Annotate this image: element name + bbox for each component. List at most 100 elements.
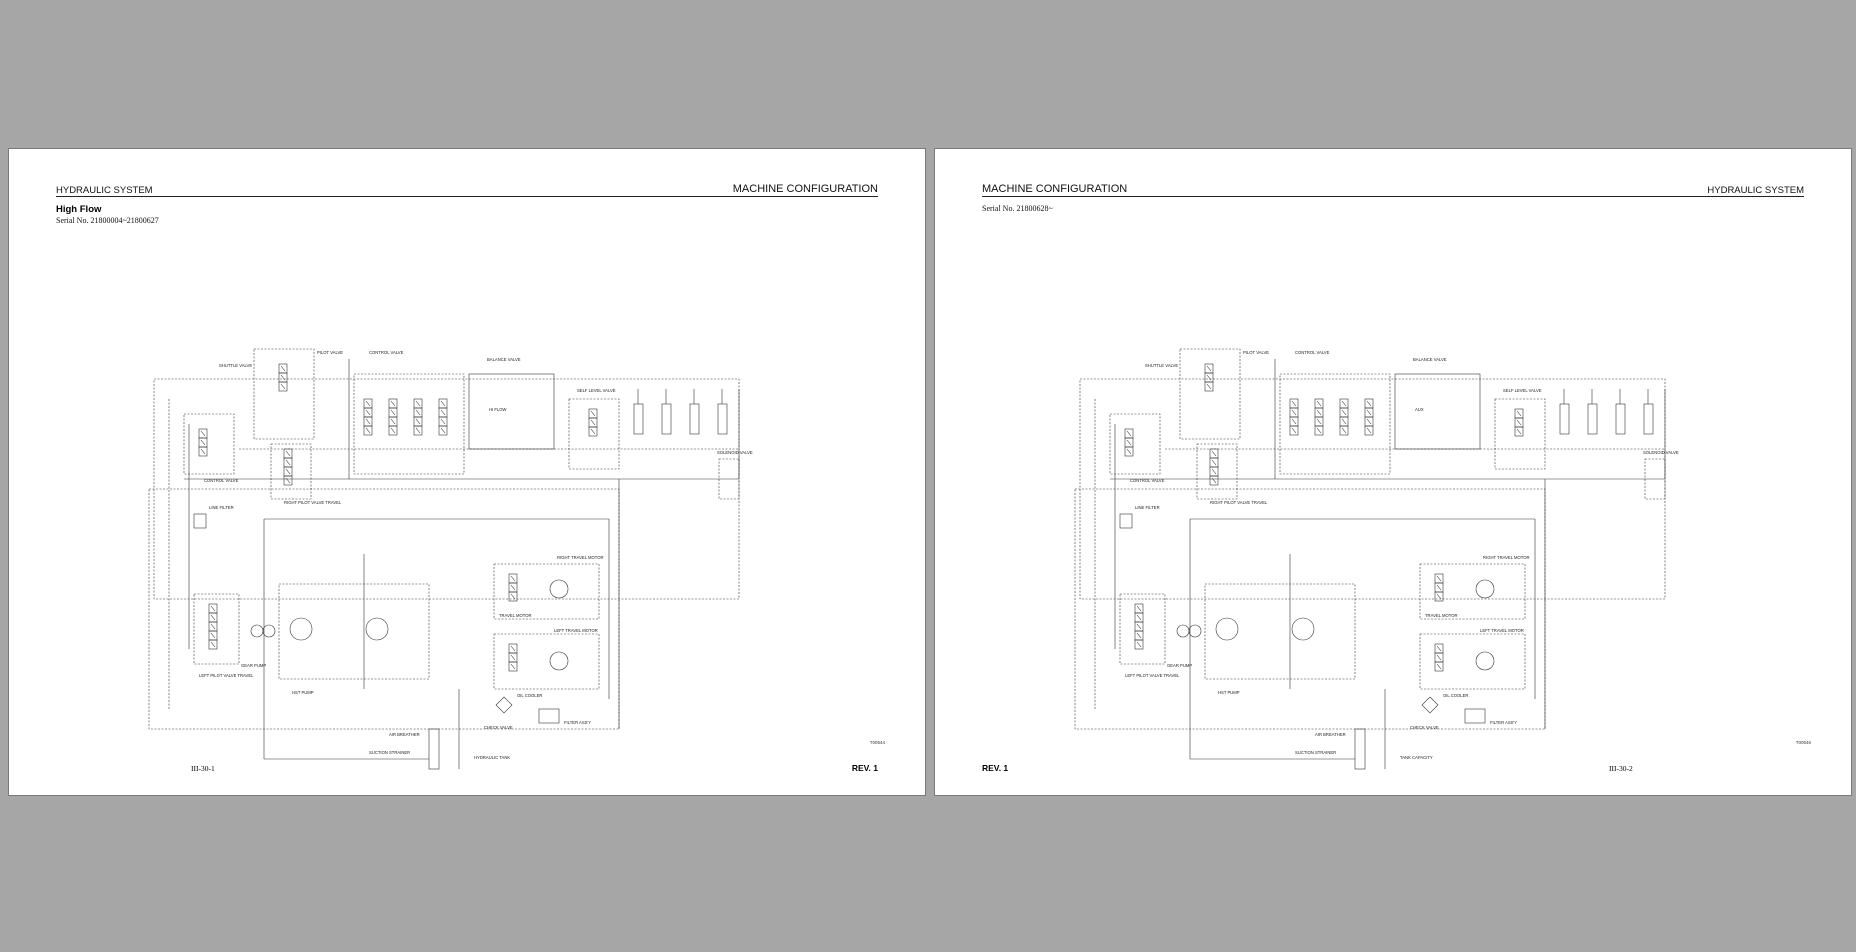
hydraulic-line [280, 365, 286, 372]
left-pilot-label: LEFT PILOT VALVE TRAVEL [1125, 673, 1180, 678]
control-valve-bank [1279, 373, 1391, 475]
hydraulic-line [415, 409, 421, 416]
manual-page-left: HYDRAULIC SYSTEM MACHINE CONFIGURATION H… [8, 148, 926, 796]
gear-pump-symbol [262, 624, 276, 638]
valve-spool [1434, 661, 1444, 672]
hst-pump-label: HST PUMP [292, 690, 314, 695]
right-pilot-block [1196, 443, 1238, 500]
solenoid-valve-label: SOLENOID VALVE [717, 450, 753, 455]
valve-spool [278, 381, 288, 392]
control-valve-label: CONTROL VALVE [1295, 350, 1330, 355]
hydraulic-line [1211, 477, 1217, 484]
serial-range: Serial No. 21800628~ [982, 204, 1053, 213]
valve-spool [1204, 381, 1214, 392]
hi-flow-label: AUX [1415, 407, 1424, 412]
hydraulic-line [1366, 418, 1372, 425]
hydraulic-tank [1354, 728, 1366, 770]
self-level-valve-box [568, 398, 620, 470]
balance-valve-label: BALANCE VALVE [487, 357, 521, 362]
solenoid-valve-label: SOLENOID VALVE [1643, 450, 1679, 455]
hydraulic-line [1341, 409, 1347, 416]
hydraulic-line [440, 418, 446, 425]
hydraulic-tank-label: HYDRAULIC TANK [474, 755, 510, 760]
valve-spool [1364, 425, 1374, 436]
hydraulic-line [510, 575, 516, 582]
pilot-valve-block [1179, 348, 1241, 440]
cylinder [661, 403, 672, 435]
valve-spool [1434, 591, 1444, 602]
valve-spool [1339, 425, 1349, 436]
hydraulic-line [390, 400, 396, 407]
hydraulic-line [415, 427, 421, 434]
header-rule [56, 196, 878, 197]
hydraulic-line [510, 645, 516, 652]
hydraulic-line [365, 418, 371, 425]
filter-label: FILTER ASS'Y [1490, 720, 1517, 725]
pilot-frame [1074, 488, 1546, 730]
hydraulic-line [1291, 427, 1297, 434]
pilot-valve-label: PILOT VALVE [1243, 350, 1269, 355]
pump-frame [278, 583, 430, 680]
hydraulic-line [200, 439, 206, 446]
hydraulic-line [1211, 459, 1217, 466]
self-level-valve-label: SELF LEVEL VALVE [1503, 388, 1542, 393]
hydraulic-line [590, 428, 596, 435]
control-valve-block [1109, 413, 1161, 475]
hydraulic-line [510, 593, 516, 600]
cylinder [1587, 403, 1598, 435]
left-travel-motor-box [493, 633, 600, 690]
gear-pump-label: GEAR PUMP [1167, 663, 1192, 668]
hydraulic-line [1436, 663, 1442, 670]
hydraulic-line [390, 418, 396, 425]
hydraulic-line [1206, 365, 1212, 372]
valve-spool [1134, 639, 1144, 650]
hydraulic-line [1126, 430, 1132, 437]
hydraulic-line [285, 450, 291, 457]
hydraulic-schematic: SHUTTLE VALVE PILOT VALVE CONTROL VALVE AUX… [1074, 348, 1679, 770]
hydraulic-line [415, 400, 421, 407]
solenoid-valve-box [718, 458, 740, 500]
hydraulic-line [440, 409, 446, 416]
cylinder [1643, 403, 1654, 435]
travel-motor-symbol [549, 651, 569, 671]
hydraulic-line [1206, 374, 1212, 381]
line-filter-label: LINE FILTER [209, 505, 234, 510]
revision-label: REV. 1 [851, 763, 878, 773]
hydraulic-line [1291, 400, 1297, 407]
hydraulic-line [1436, 593, 1442, 600]
control-valve-bank [353, 373, 465, 475]
control-valve-block [183, 413, 235, 475]
oil-cooler-symbol [495, 696, 513, 714]
hydraulic-line [1366, 427, 1372, 434]
hydraulic-line [1316, 409, 1322, 416]
hydraulic-line [440, 427, 446, 434]
travel-motor-symbol [549, 579, 569, 599]
hydraulic-line [1436, 645, 1442, 652]
hydraulic-line [590, 410, 596, 417]
right-travel-motor-label: RIGHT TRAVEL MOTOR [557, 555, 604, 560]
travel-motor-label: TRAVEL MOTOR [499, 613, 532, 618]
shuttle-valve-label: SHUTTLE VALVE [1145, 363, 1178, 368]
hydraulic-line [1341, 427, 1347, 434]
section-title: MACHINE CONFIGURATION [732, 183, 878, 195]
hydraulic-line [1341, 400, 1347, 407]
cylinder [633, 403, 644, 435]
pump-frame [1204, 583, 1356, 680]
serial-range: Serial No. 21800004~21800627 [56, 216, 159, 225]
hydraulic-line [415, 418, 421, 425]
filter-assembly [1464, 708, 1486, 724]
filter-assembly [538, 708, 560, 724]
manual-page-right: MACHINE CONFIGURATION HYDRAULIC SYSTEM S… [934, 148, 1852, 796]
hst-pump-symbol [1291, 617, 1315, 641]
air-breather-label: AIR BREATHER [1315, 732, 1346, 737]
hydraulic-line [1436, 575, 1442, 582]
valve-spool [588, 426, 598, 437]
hydraulic-line [510, 663, 516, 670]
hst-pump-label: HST PUMP [1218, 690, 1240, 695]
cylinder [1559, 403, 1570, 435]
left-pilot-label: LEFT PILOT VALVE TRAVEL [199, 673, 254, 678]
hydraulic-line [1136, 623, 1142, 630]
valve-spool [1209, 475, 1219, 486]
hydraulic-line [210, 605, 216, 612]
gear-pump-symbol [250, 624, 264, 638]
